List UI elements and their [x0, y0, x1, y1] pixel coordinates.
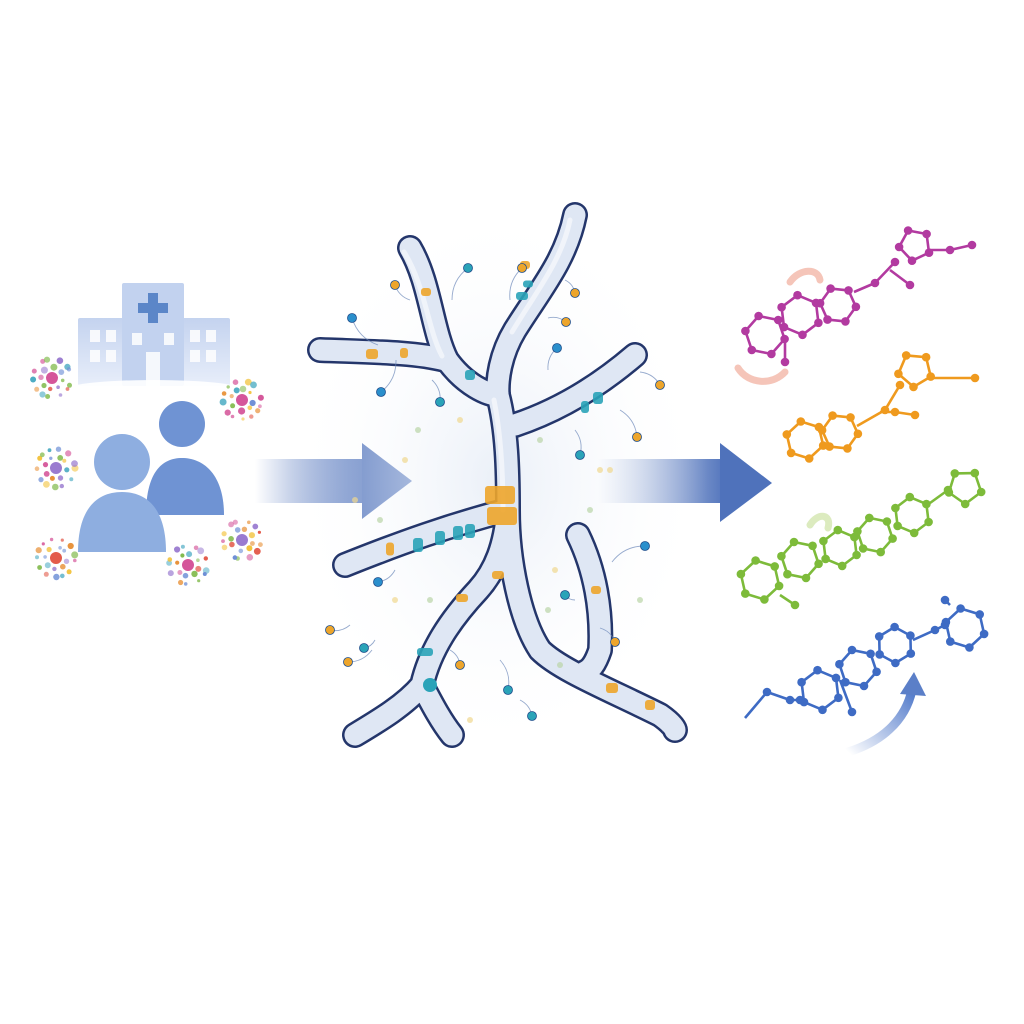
satellite-particle [509, 263, 527, 301]
microbe-cluster-icon [30, 356, 72, 399]
branch-band [435, 531, 445, 545]
microbe-cluster-icon [35, 537, 79, 581]
branch-band [386, 542, 394, 556]
curved-arrow-icon [843, 672, 926, 757]
branch-band [421, 288, 431, 296]
satellite-particle [376, 359, 397, 397]
branch-band [591, 586, 601, 594]
branch-band [453, 526, 463, 540]
faint-particle [637, 597, 643, 603]
left-panel [30, 283, 264, 586]
branch-band [581, 401, 589, 413]
faint-particle [377, 517, 383, 523]
branch-band [523, 280, 533, 288]
satellite-particle [451, 263, 473, 301]
molecule-icon [744, 595, 989, 719]
branch-band [456, 594, 468, 602]
microbe-cluster-icon [34, 446, 79, 491]
satellite-particle [519, 699, 537, 721]
ribbon-accent [734, 364, 789, 385]
faint-particle [457, 417, 463, 423]
branch-band [593, 392, 603, 404]
patient-icon [78, 434, 166, 552]
satellite-particle [347, 313, 379, 346]
satellite-particle [599, 627, 620, 647]
faint-particle [467, 717, 473, 723]
faint-particle [427, 597, 433, 603]
hospital-icon [64, 283, 244, 400]
branch-band [516, 292, 528, 300]
branch-band [492, 571, 504, 579]
ribbon-accent [786, 267, 824, 286]
faint-particle [415, 427, 421, 433]
satellite-particle [564, 279, 580, 298]
branch-band [465, 524, 475, 538]
faint-particle [552, 567, 558, 573]
faint-particle [402, 457, 408, 463]
microbe-cluster-icon [166, 544, 210, 586]
faint-particle [392, 597, 398, 603]
satellite-particle [390, 280, 411, 301]
satellite-particle [499, 659, 513, 695]
ribbon-accent [806, 512, 833, 532]
branch-band [400, 348, 408, 358]
satellite-particle [343, 649, 373, 667]
molecule-icon [736, 468, 986, 610]
faint-particle [545, 607, 551, 613]
branch-band [413, 538, 423, 552]
branch-band [366, 349, 378, 359]
satellite-particle [449, 649, 465, 670]
satellite-particle [547, 316, 571, 327]
satellite-particle [560, 590, 576, 601]
satellite-particle [611, 541, 650, 563]
satellite-particle [639, 371, 665, 390]
molecule-icon [741, 226, 977, 367]
patient-icon [146, 401, 224, 515]
satellite-particle [574, 429, 585, 460]
satellite-particle [547, 343, 562, 371]
branch-band [606, 683, 618, 693]
branch-node [423, 678, 437, 692]
microbe-cluster-icon [221, 519, 263, 561]
branch-band [417, 648, 433, 656]
molecule-icon [782, 351, 980, 463]
satellite-particle [373, 569, 396, 587]
satellite-particle [619, 409, 642, 442]
satellite-particle [325, 624, 351, 635]
microbe-cluster-icon [219, 378, 264, 421]
right-panel [734, 226, 989, 719]
satellite-particle [431, 379, 445, 407]
microbe-cluster-icon [30, 356, 264, 586]
faint-particle [587, 507, 593, 513]
branch-band [465, 370, 475, 380]
branch-band [485, 486, 515, 504]
faint-particle [597, 467, 603, 473]
satellite-particle [359, 639, 376, 653]
faint-particle [537, 437, 543, 443]
faint-particle [352, 497, 358, 503]
center-panel [288, 200, 708, 760]
branching-structure-icon [307, 202, 688, 748]
branch-band [645, 700, 655, 710]
faint-particle [557, 662, 563, 668]
branch-band [487, 507, 517, 525]
faint-particle [607, 467, 613, 473]
